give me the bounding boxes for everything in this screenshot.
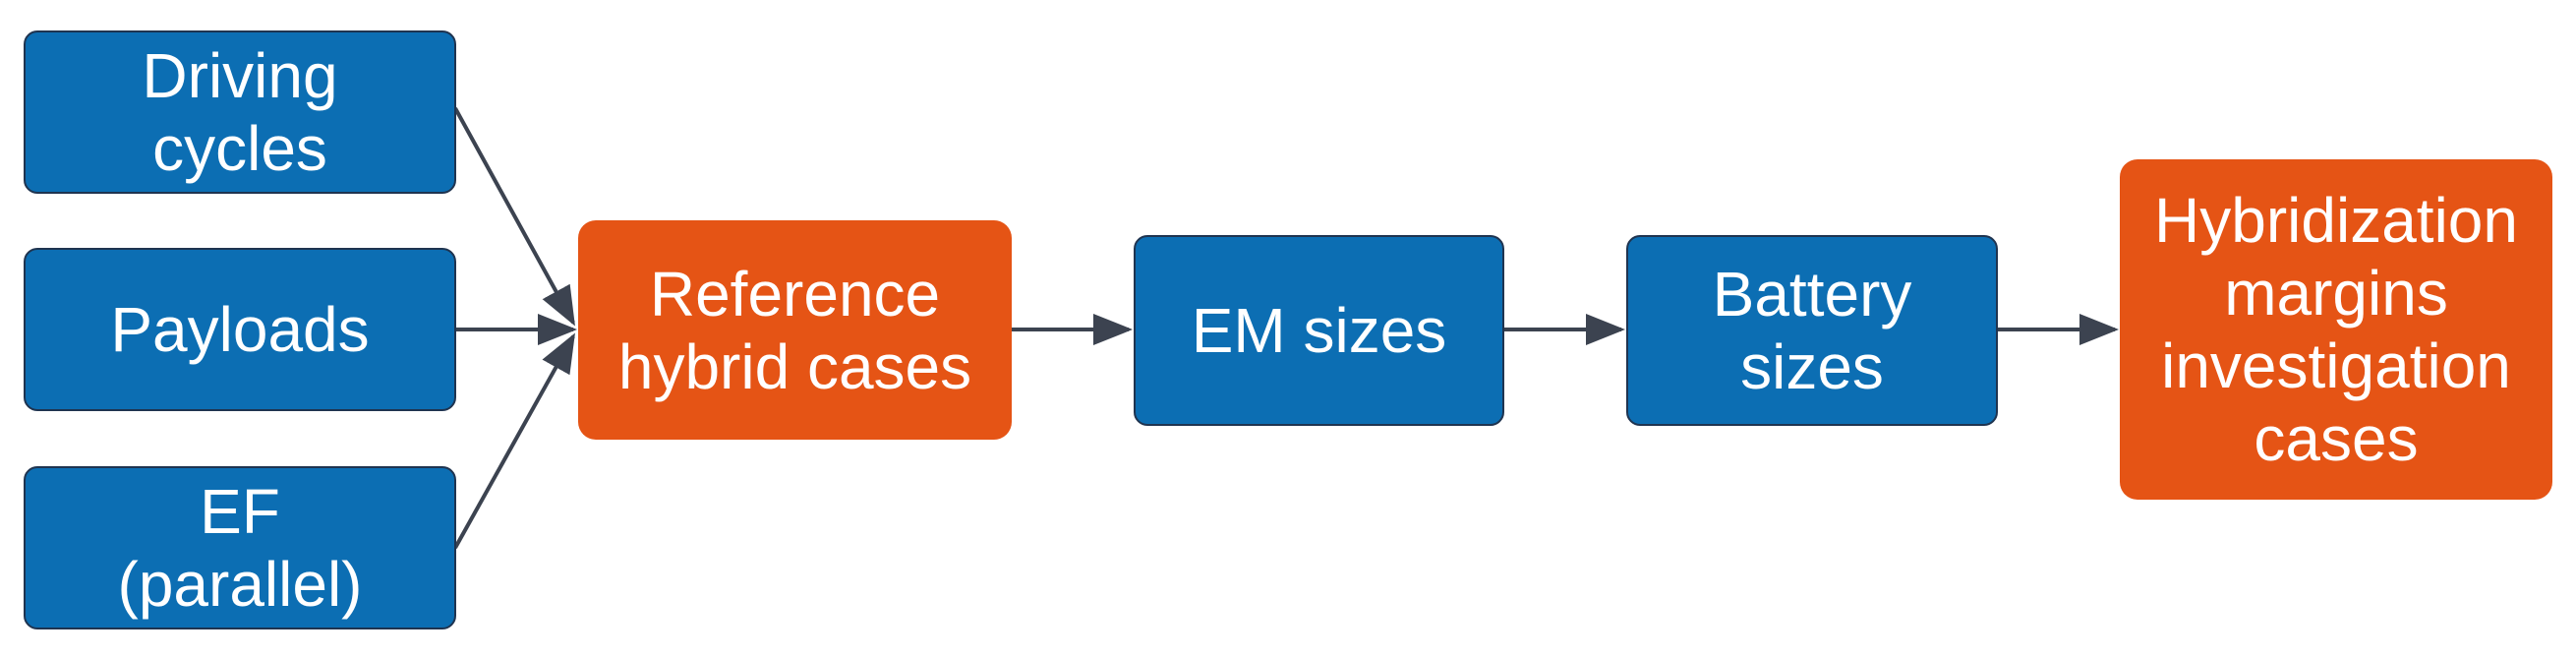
hybridization-margins-box: Hybridization margins investigation case… bbox=[2120, 159, 2552, 500]
payloads-box: Payloads bbox=[24, 248, 456, 411]
connectors bbox=[453, 107, 2119, 549]
arrow-driving-cycles-to-reference bbox=[453, 107, 575, 327]
hybridization-margins-label: Hybridization margins investigation case… bbox=[2154, 185, 2518, 474]
battery-sizes-label: Battery sizes bbox=[1712, 259, 1912, 402]
reference-hybrid-cases-box: Reference hybrid cases bbox=[578, 220, 1012, 440]
driving-cycles-box: Driving cycles bbox=[24, 30, 456, 194]
driving-cycles-label: Driving cycles bbox=[142, 40, 338, 184]
arrow-ef-parallel-to-reference bbox=[453, 332, 575, 549]
ef-parallel-label: EF (parallel) bbox=[117, 476, 363, 620]
ef-parallel-box: EF (parallel) bbox=[24, 466, 456, 629]
payloads-label: Payloads bbox=[110, 294, 370, 365]
reference-hybrid-cases-label: Reference hybrid cases bbox=[617, 258, 972, 402]
battery-sizes-box: Battery sizes bbox=[1626, 235, 1998, 426]
em-sizes-label: EM sizes bbox=[1191, 295, 1447, 366]
em-sizes-box: EM sizes bbox=[1134, 235, 1504, 426]
